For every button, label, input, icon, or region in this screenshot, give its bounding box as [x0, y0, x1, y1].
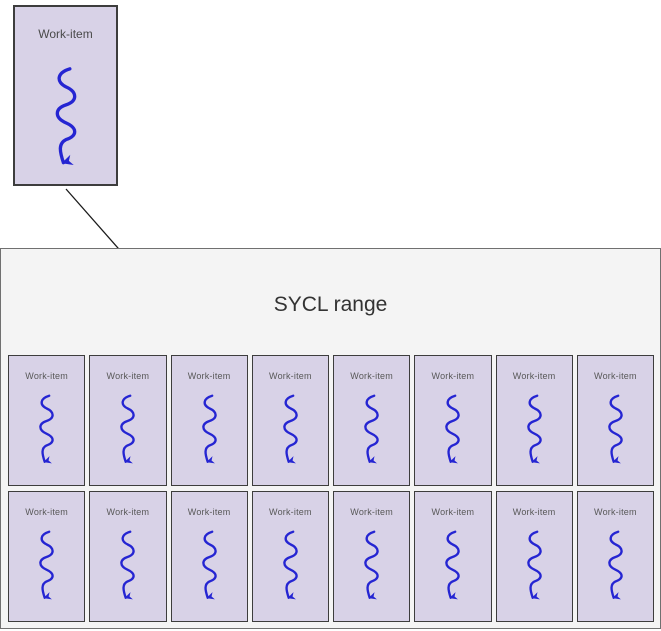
work-item-cell: Work-item [414, 355, 492, 486]
execution-squiggle-arrow-icon [608, 530, 623, 600]
work-item-label: Work-item [594, 507, 637, 517]
work-item-cell: Work-item [576, 355, 654, 486]
execution-squiggle-arrow-icon [201, 530, 217, 600]
execution-squiggle-arrow-icon [445, 394, 461, 464]
work-item-label: Work-item [350, 507, 393, 517]
execution-squiggle-arrow-icon [445, 530, 461, 600]
execution-squiggle-arrow-icon [283, 530, 298, 600]
work-item-cell: Work-item [170, 355, 248, 486]
work-item-cell: Work-item [89, 355, 167, 486]
execution-squiggle-arrow-icon [608, 394, 623, 464]
work-item-label: Work-item [431, 507, 475, 517]
work-item-cell: Work-item [576, 491, 654, 622]
work-item-label: Work-item [269, 371, 312, 381]
work-item-cell: Work-item [495, 491, 573, 622]
work-item-label: Work-item [269, 507, 312, 517]
execution-squiggle-arrow-icon [55, 67, 76, 165]
work-item-label: Work-item [187, 507, 231, 517]
work-item-label: Work-item [25, 371, 68, 381]
work-item-cell: Work-item [8, 355, 86, 486]
work-item-label: Work-item [38, 27, 93, 41]
work-item-cell: Work-item [414, 491, 492, 622]
work-item-label: Work-item [431, 371, 475, 381]
work-item-grid: Work-item Work-item Work-item Work-item … [8, 355, 654, 622]
work-item-node: Work-item [13, 5, 118, 186]
sycl-range-container: SYCL range Work-item Work-item Work-item… [0, 248, 661, 629]
work-item-label: Work-item [187, 371, 231, 381]
work-item-cell: Work-item [495, 355, 573, 486]
execution-squiggle-arrow-icon [120, 394, 136, 464]
execution-squiggle-arrow-icon [39, 394, 54, 464]
work-item-cell: Work-item [333, 355, 411, 486]
execution-squiggle-arrow-icon [39, 530, 54, 600]
work-item-cell: Work-item [8, 491, 86, 622]
work-item-label: Work-item [512, 371, 556, 381]
execution-squiggle-arrow-icon [526, 394, 542, 464]
execution-squiggle-arrow-icon [120, 530, 136, 600]
work-item-cell: Work-item [251, 355, 329, 486]
work-item-label: Work-item [106, 507, 150, 517]
work-item-cell: Work-item [333, 491, 411, 622]
work-item-label: Work-item [350, 371, 393, 381]
work-item-label: Work-item [512, 507, 556, 517]
sycl-range-title: SYCL range [273, 293, 388, 316]
work-item-cell: Work-item [251, 491, 329, 622]
execution-squiggle-arrow-icon [201, 394, 217, 464]
work-item-label: Work-item [594, 371, 637, 381]
work-item-label: Work-item [25, 507, 68, 517]
execution-squiggle-arrow-icon [526, 530, 542, 600]
execution-squiggle-arrow-icon [364, 394, 379, 464]
work-item-label: Work-item [106, 371, 150, 381]
work-item-cell: Work-item [170, 491, 248, 622]
execution-squiggle-arrow-icon [283, 394, 298, 464]
execution-squiggle-arrow-icon [364, 530, 379, 600]
work-item-cell: Work-item [89, 491, 167, 622]
